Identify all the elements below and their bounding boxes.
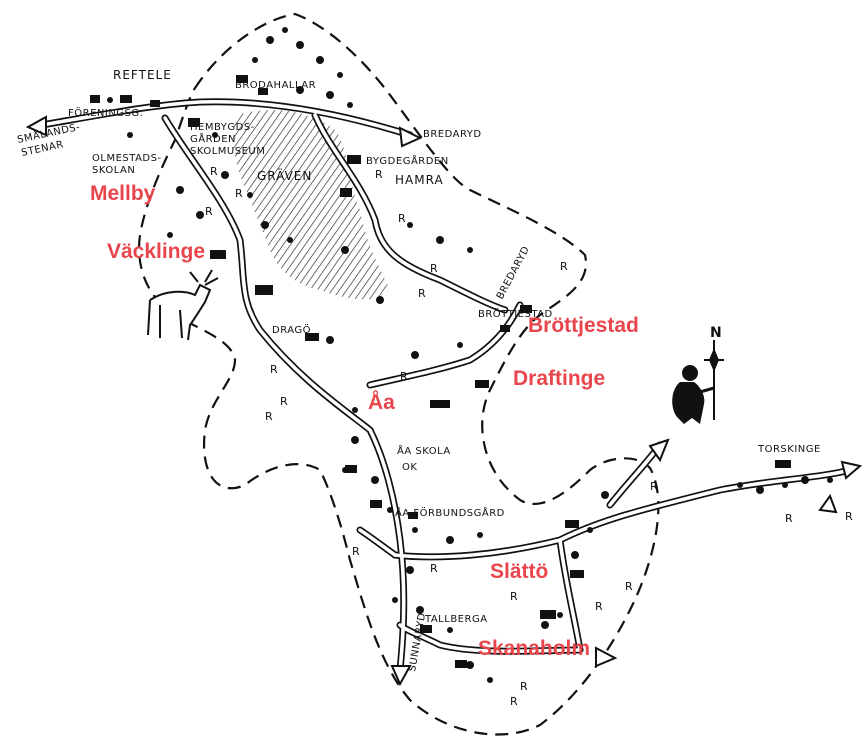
label-hamra: HAMRA: [395, 173, 444, 187]
svg-text:R: R: [650, 480, 658, 493]
svg-text:R: R: [520, 680, 528, 693]
forest-clusters: [107, 27, 833, 683]
compass-north-label: N: [710, 325, 722, 341]
label-brodahallar: BRODAHALLAR: [235, 80, 316, 91]
buildings: [90, 75, 791, 668]
roads: [38, 98, 854, 674]
label-drago: DRAGÖ: [272, 323, 311, 336]
svg-text:R: R: [235, 187, 243, 200]
svg-text:R: R: [352, 545, 360, 558]
bog-hatched-area: [232, 110, 390, 300]
svg-text:R: R: [270, 363, 278, 376]
label-bygdegarden: BYGDEGÅRDEN: [366, 154, 449, 167]
label-skolmuseum: SKOLMUSEUM: [190, 146, 265, 157]
label-aa-skola: ÅA SKOLA: [397, 444, 451, 457]
label-reftele: REFTELE: [113, 68, 172, 82]
label-foreningsg: FÖRENINGSG.: [68, 106, 143, 119]
svg-text:R: R: [510, 695, 518, 708]
svg-text:R: R: [400, 370, 408, 383]
village-names: Mellby Väcklinge Bröttjestad Draftinge Å…: [90, 182, 639, 660]
village-brottjestad: Bröttjestad: [528, 314, 639, 337]
label-sunnaryd: SUNNARYD: [407, 612, 428, 673]
svg-text:R: R: [595, 600, 603, 613]
svg-text:R: R: [418, 287, 426, 300]
label-ok: OK: [402, 462, 417, 473]
label-olmestadsskolan-2: SKOLAN: [92, 165, 135, 176]
village-slatto: Slättö: [490, 560, 548, 583]
label-torskinge: TORSKINGE: [757, 444, 821, 455]
svg-text:R: R: [280, 395, 288, 408]
label-bredaryd-top: BREDARYD: [423, 129, 482, 140]
label-bredaryd-side: BREDARYD: [495, 244, 532, 301]
moose-illustration: [147, 269, 219, 341]
hiker-compass: [672, 340, 724, 424]
label-hembygdsgarden-2: GÅRDEN: [190, 132, 236, 145]
label-brottjestad-small: BRÖTTJESTAD: [478, 307, 553, 320]
svg-text:R: R: [560, 260, 568, 273]
svg-text:R: R: [625, 580, 633, 593]
svg-text:R: R: [430, 262, 438, 275]
label-graven: GRÄVEN: [257, 168, 312, 183]
label-aa-forbundsgard: ÅA FÖRBUNDSGÅRD: [395, 506, 505, 519]
svg-text:R: R: [510, 590, 518, 603]
svg-text:R: R: [430, 562, 438, 575]
label-tallberga: TALLBERGA: [424, 614, 488, 625]
svg-text:R: R: [210, 165, 218, 178]
village-vacklinge: Väcklinge: [107, 240, 205, 263]
village-draftinge: Draftinge: [513, 367, 605, 390]
label-hembygdsgarden-1: HEMBYGDS-: [190, 122, 255, 133]
trail-markers: RR RR RR RR RR RR RR RR RR RR RR: [205, 165, 853, 708]
village-aa: Åa: [368, 390, 395, 414]
village-skanaholm: Skanaholm: [478, 637, 590, 660]
svg-text:R: R: [845, 510, 853, 523]
village-mellby: Mellby: [90, 182, 156, 205]
svg-text:R: R: [785, 512, 793, 525]
svg-text:R: R: [398, 212, 406, 225]
road-arrows: [25, 115, 863, 687]
svg-text:R: R: [265, 410, 273, 423]
svg-text:R: R: [205, 205, 213, 218]
small-labels: REFTELE BRODAHALLAR FÖRENINGSG. SMÅLANDS…: [16, 68, 821, 673]
area-boundary: [137, 12, 660, 736]
label-olmestadsskolan-1: OLMESTADS-: [92, 153, 162, 164]
svg-text:R: R: [375, 168, 383, 181]
